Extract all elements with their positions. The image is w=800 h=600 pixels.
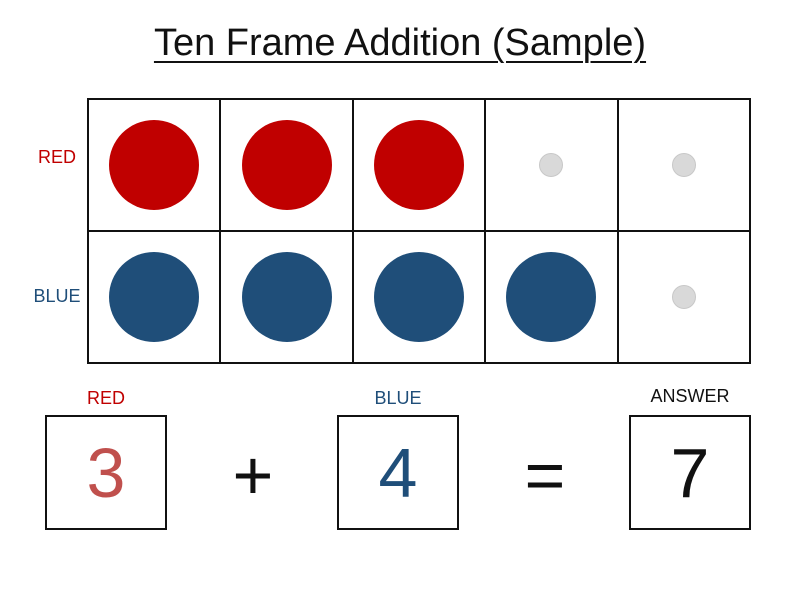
red-counter [373,120,464,210]
row-label-blue: BLUE [33,286,81,306]
page-title: Ten Frame Addition (Sample) [153,22,647,64]
frame-cell [486,100,619,232]
addend-blue-box: 4 [337,415,459,530]
frame-cell [221,100,354,232]
red-counter [109,120,200,210]
blue-counter [373,252,464,342]
frame-cell [353,232,487,364]
equals-sign: = [524,436,566,514]
frame-cell [89,100,222,232]
answer-label: ANSWER [650,386,730,406]
red-counter [241,120,332,210]
blue-counter [109,252,200,342]
answer-box: 7 [629,415,751,530]
ten-frame [87,98,751,364]
empty-dot [671,285,696,309]
empty-dot [539,153,564,177]
empty-dot [671,153,696,177]
frame-cell [89,232,222,364]
frame-cell [618,100,751,232]
frame-cell [221,232,354,364]
addend-blue-label: BLUE [374,388,422,408]
blue-counter [241,252,332,342]
frame-cell [353,100,487,232]
frame-cell [486,232,619,364]
blue-counter [506,252,597,342]
row-label-red: RED [37,147,76,167]
addend-red-label: RED [86,388,125,408]
plus-sign: + [232,436,274,514]
frame-cell [618,232,751,364]
addend-red-box: 3 [45,415,167,530]
